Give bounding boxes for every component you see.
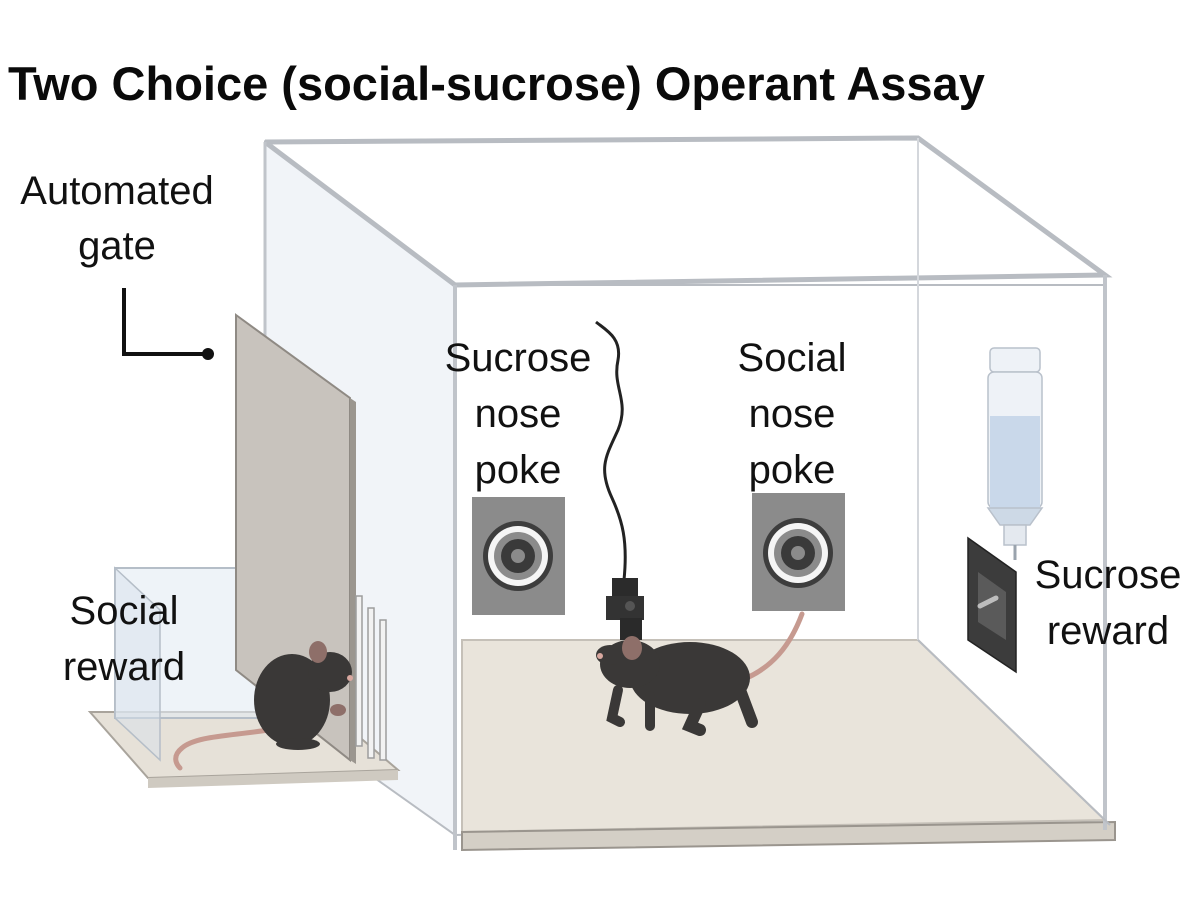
- chamber-floor-right-edge: [917, 639, 1111, 826]
- label-social-reward-line1: Social: [69, 589, 179, 633]
- label-sucrose-reward-line1: Sucrose: [1034, 553, 1182, 597]
- automated-gate-pointer: [122, 288, 208, 356]
- label-sucrose-nose-poke-line2: nose: [474, 392, 562, 436]
- headstage-icon: [606, 578, 644, 640]
- sucrose-nose-poke-icon: [472, 497, 565, 615]
- label-social-nose-poke-line1: Social: [737, 336, 847, 380]
- social-nose-poke-icon: [752, 493, 845, 611]
- label-automated-gate-line2: gate: [78, 224, 156, 268]
- sucrose-bottle-icon: [986, 347, 1044, 560]
- mouse-main-chamber: [596, 611, 805, 736]
- sucrose-reward-port-icon: [967, 536, 1017, 674]
- automated-gate-pointer-dot: [202, 348, 214, 360]
- label-social-reward-line2: reward: [62, 645, 186, 689]
- automated-gate-edge: [350, 398, 356, 764]
- social-chamber-floor-edge: [148, 770, 398, 788]
- tether-cable: [595, 320, 627, 581]
- label-sucrose-reward-line2: reward: [1046, 609, 1170, 653]
- label-sucrose-nose-poke-line1: Sucrose: [444, 336, 592, 380]
- floor-edge: [461, 820, 1116, 852]
- gate-bar-2: [367, 607, 375, 759]
- label-social-nose-poke-line3: poke: [748, 448, 836, 492]
- label-social-nose-poke-line2: nose: [748, 392, 836, 436]
- mouse-social-chamber: [173, 641, 353, 771]
- gate-bar-1: [355, 595, 363, 747]
- label-sucrose-nose-poke-line3: poke: [474, 448, 562, 492]
- social-chamber-glass-side: [114, 566, 161, 762]
- gate-bar-3: [379, 619, 387, 761]
- diagram-title: Two Choice (social-sucrose) Operant Assa…: [8, 57, 985, 110]
- label-automated-gate-line1: Automated: [20, 169, 214, 213]
